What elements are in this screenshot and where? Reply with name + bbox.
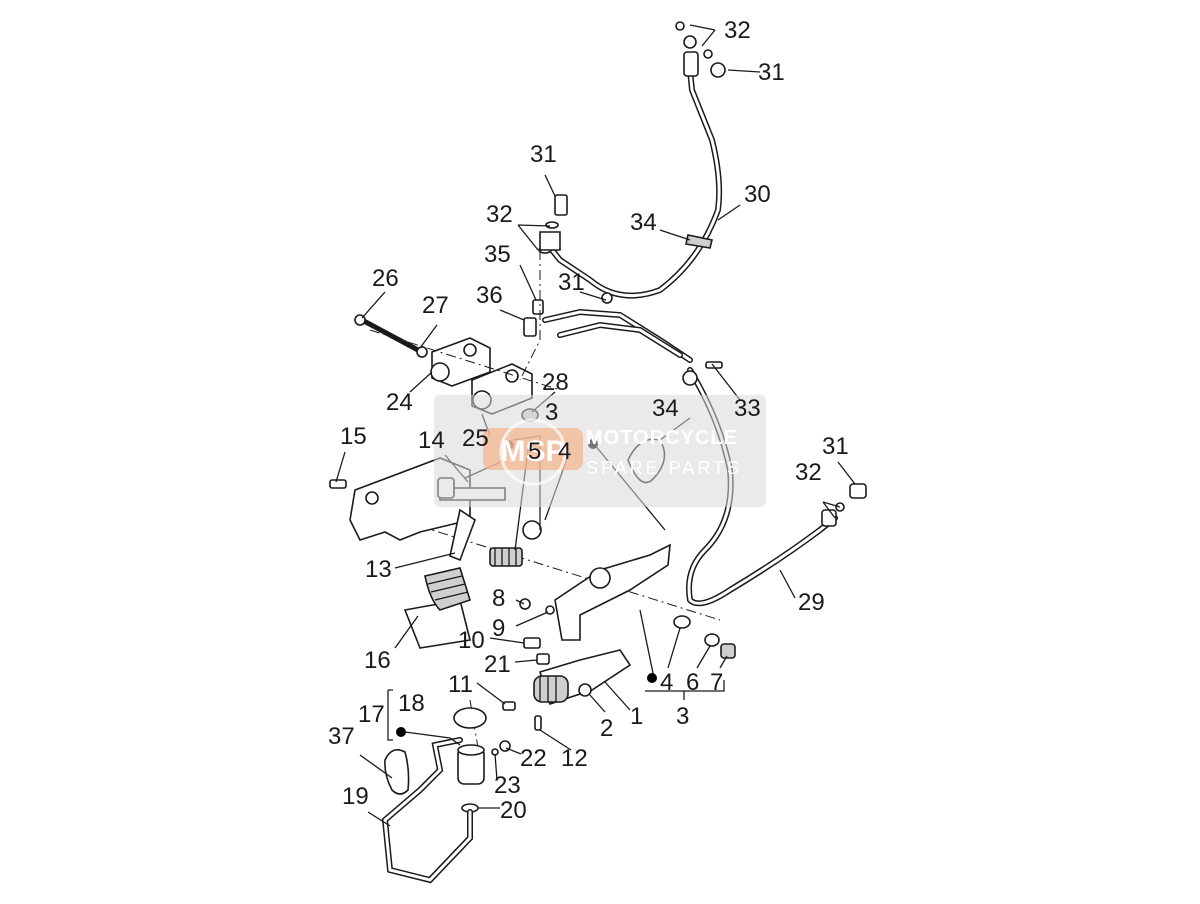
pin-11	[502, 701, 516, 711]
brake-pipes	[542, 292, 693, 363]
callout-4: 4	[558, 438, 571, 465]
callout-27: 27	[422, 292, 449, 319]
spring-pin-12	[534, 715, 542, 731]
callout-32: 32	[724, 17, 751, 44]
watermark-line2: SPARE PARTS	[586, 458, 742, 478]
callout-14: 14	[418, 427, 445, 454]
master-cylinder-1	[533, 649, 632, 706]
banjo-bolt-31-right	[835, 483, 867, 512]
callout-13: 13	[365, 556, 392, 583]
master-cylinder-bracket	[554, 543, 671, 641]
washer-27	[416, 346, 428, 358]
callout-labels: 32 31 31 30 32 34 35 31 26 36 27 28 24 3…	[328, 17, 849, 824]
callout-11: 11	[448, 671, 473, 698]
callout-19: 19	[342, 783, 369, 810]
callout-3: 3	[676, 703, 689, 730]
callout-10: 10	[458, 627, 485, 654]
callout-25: 25	[462, 425, 489, 452]
bolt-8	[519, 598, 531, 610]
watermark-line1: MOTORCYCLE	[586, 427, 738, 449]
callout-31: 31	[758, 59, 785, 86]
bushing-4-upper	[522, 520, 542, 540]
callout-15: 15	[340, 423, 367, 450]
fitting-36	[523, 317, 537, 337]
callout-5: 5	[528, 438, 541, 465]
valve-block-24	[430, 337, 491, 387]
callout-31: 31	[822, 433, 849, 460]
callout-35: 35	[484, 241, 511, 268]
washer-6	[704, 633, 720, 647]
callout-8: 8	[492, 585, 505, 612]
hose-clip-34-top	[685, 234, 713, 249]
washer-4-lower	[673, 615, 691, 629]
callout-17: 17	[358, 701, 385, 728]
banjo-bolt-31-top	[675, 21, 726, 78]
callout-26: 26	[372, 265, 399, 292]
callout-16: 16	[364, 647, 391, 674]
callout-32: 32	[486, 201, 513, 228]
callout-30: 30	[744, 181, 771, 208]
fitting-21	[536, 653, 550, 665]
pin-10	[523, 637, 541, 649]
bullet-dot-4b	[647, 673, 657, 683]
bullet-dot-17	[396, 727, 406, 737]
dust-boot-16	[403, 567, 471, 649]
callout-34: 34	[630, 209, 657, 236]
reservoir-hose-19	[381, 737, 473, 884]
callout-7: 7	[710, 669, 723, 696]
brake-hose-30	[545, 35, 723, 299]
watermark-logo: MSP	[500, 435, 565, 468]
reservoir-17	[453, 707, 487, 785]
callout-12: 12	[561, 745, 588, 772]
callout-2: 2	[600, 715, 613, 742]
callout-18: 18	[398, 690, 425, 717]
callout-23: 23	[494, 772, 521, 799]
callout-31: 31	[558, 269, 585, 296]
callout-22: 22	[520, 745, 547, 772]
callout-29: 29	[798, 589, 825, 616]
banjo-bolt-31-upper	[538, 194, 568, 254]
callout-33: 33	[734, 395, 761, 422]
fitting-35	[532, 299, 544, 315]
callout-6: 6	[686, 669, 699, 696]
bolt-33	[705, 361, 723, 369]
callout-3: 3	[545, 399, 558, 426]
callout-1: 1	[630, 703, 643, 730]
callout-28: 28	[542, 369, 569, 396]
callout-32: 32	[795, 459, 822, 486]
strap-37	[384, 749, 410, 795]
bolt-15	[329, 479, 347, 489]
callout-4: 4	[660, 669, 673, 696]
callout-31: 31	[530, 141, 557, 168]
callout-9: 9	[492, 615, 505, 642]
callout-36: 36	[476, 282, 503, 309]
spring-5	[489, 547, 523, 567]
nut-7	[720, 643, 736, 659]
callout-34: 34	[652, 395, 679, 422]
callout-37: 37	[328, 723, 355, 750]
long-bolt-26	[354, 314, 420, 353]
callout-21: 21	[484, 651, 511, 678]
watermark: MSP MOTORCYCLE SPARE PARTS	[434, 395, 766, 507]
callout-20: 20	[500, 797, 527, 824]
callout-24: 24	[386, 389, 413, 416]
